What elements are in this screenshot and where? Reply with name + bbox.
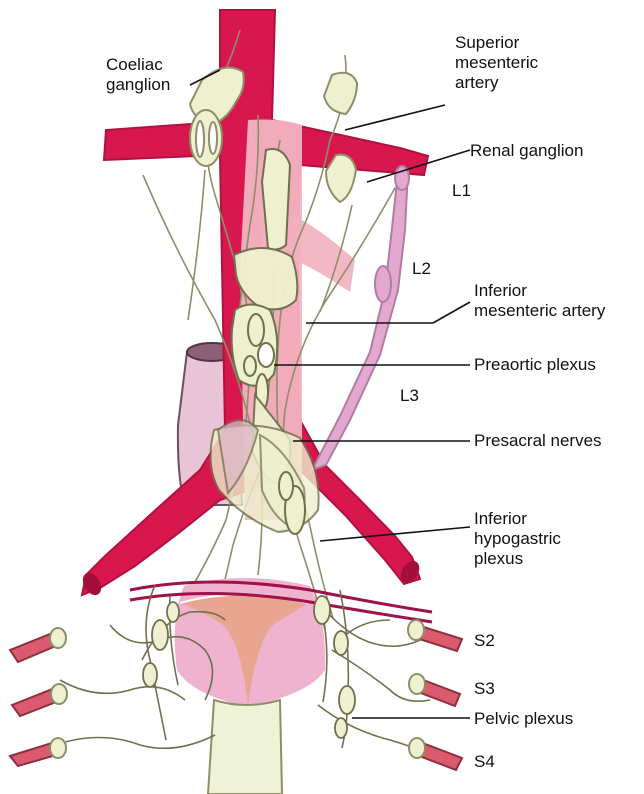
label-inferior-hypogastric-plexus-line-3: plexus xyxy=(474,549,561,569)
label-inferior-hypogastric-plexus: Inferior hypogastric plexus xyxy=(474,509,561,569)
label-coeliac-ganglion-line-1: Coeliac xyxy=(106,55,170,75)
label-inferior-hypogastric-plexus-line-1: Inferior xyxy=(474,509,561,529)
label-renal-ganglion: Renal ganglion xyxy=(470,141,583,161)
label-coeliac-ganglion: Coeliac ganglion xyxy=(106,55,170,95)
label-coeliac-ganglion-line-2: ganglion xyxy=(106,75,170,95)
label-l3: L3 xyxy=(400,386,419,406)
label-s2: S2 xyxy=(474,631,495,651)
gonadal-vessel xyxy=(312,166,409,470)
sacral-roots-left xyxy=(10,628,67,766)
label-s4: S4 xyxy=(474,752,495,772)
label-inferior-mesenteric-artery-line-1: Inferior xyxy=(474,281,605,301)
label-inferior-mesenteric-artery: Inferior mesenteric artery xyxy=(474,281,605,321)
label-l2: L2 xyxy=(412,259,431,279)
label-inferior-mesenteric-artery-line-2: mesenteric artery xyxy=(474,301,605,321)
label-inferior-hypogastric-plexus-line-2: hypogastric xyxy=(474,529,561,549)
label-presacral-nerves: Presacral nerves xyxy=(474,431,602,451)
label-superior-mesenteric-artery-line-3: artery xyxy=(455,73,538,93)
label-pelvic-plexus: Pelvic plexus xyxy=(474,709,573,729)
uterus xyxy=(175,578,326,794)
label-superior-mesenteric-artery-line-2: mesenteric xyxy=(455,53,538,73)
label-preaortic-plexus: Preaortic plexus xyxy=(474,355,596,375)
label-superior-mesenteric-artery: Superior mesenteric artery xyxy=(455,33,538,93)
label-s3: S3 xyxy=(474,679,495,699)
label-superior-mesenteric-artery-line-1: Superior xyxy=(455,33,538,53)
label-l1: L1 xyxy=(452,181,471,201)
